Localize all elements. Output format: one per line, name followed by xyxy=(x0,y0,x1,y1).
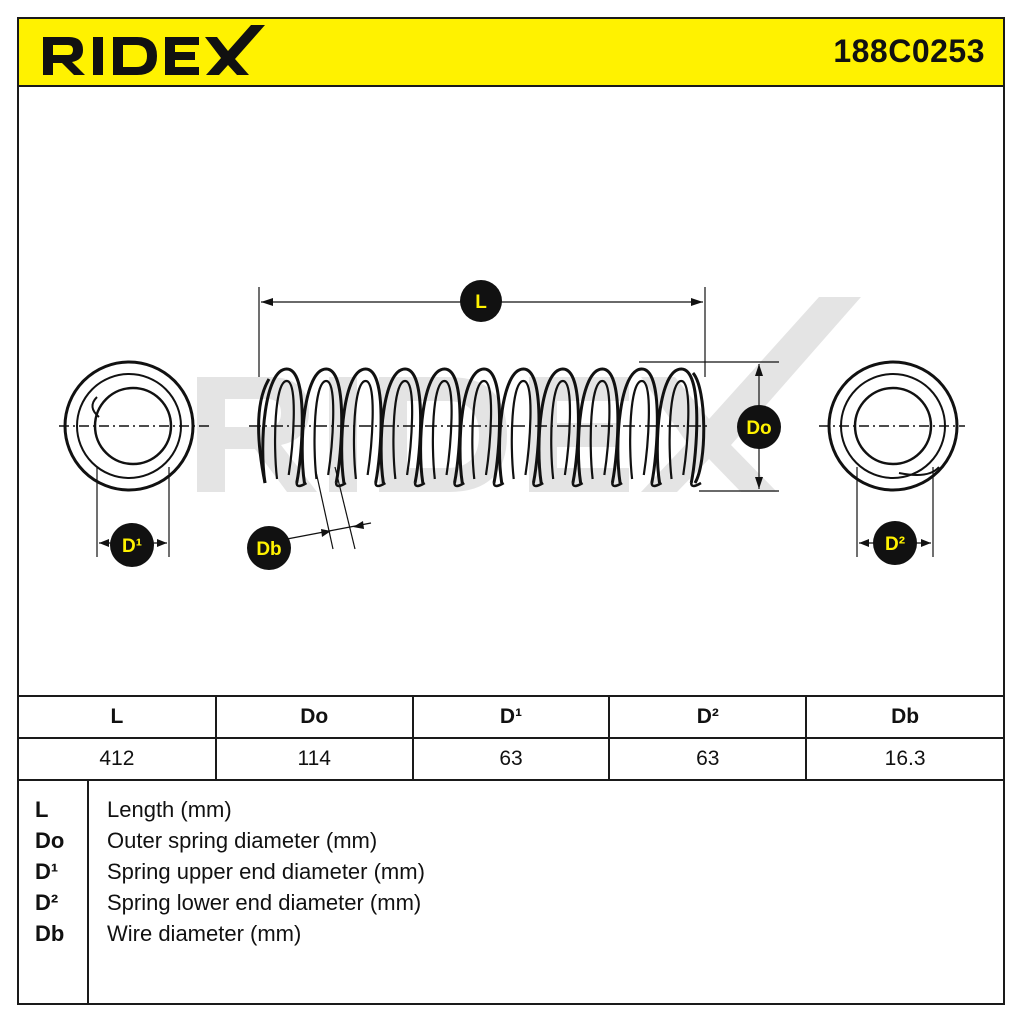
coil-bottom-turn xyxy=(689,481,702,488)
coil-inner-stroke xyxy=(392,379,414,480)
legend-item: D² Spring lower end diameter (mm) xyxy=(19,890,1003,921)
legend-key: D¹ xyxy=(35,859,59,884)
svg-text:Do: Do xyxy=(746,418,771,439)
spec-value-cell: 63 xyxy=(412,737,611,779)
coil-bottom-turn xyxy=(492,481,505,488)
coil-inner-stroke xyxy=(431,379,453,480)
coil-bottom-turn xyxy=(453,481,465,488)
spec-value-cell: 63 xyxy=(609,737,808,779)
label-lower-diameter: D² xyxy=(873,521,917,565)
spec-header-cell: D¹ xyxy=(412,695,611,738)
legend-key: L xyxy=(35,797,49,822)
coil-inner-stroke xyxy=(352,379,374,480)
label-upper-diameter: D¹ xyxy=(110,523,154,567)
legend-key: D² xyxy=(35,890,59,915)
spec-table: L Do D¹ D² Db 412 114 63 63 16.3 xyxy=(19,695,1003,779)
svg-text:D²: D² xyxy=(885,534,905,555)
label-outer-diameter: Do xyxy=(737,405,781,449)
spec-value-row: 412 114 63 63 16.3 xyxy=(19,737,1003,779)
svg-text:D¹: D¹ xyxy=(122,536,142,557)
spec-header-cell: L xyxy=(19,695,217,738)
coil-inner-stroke xyxy=(550,379,572,480)
legend-desc: Outer spring diameter (mm) xyxy=(107,828,378,853)
upper-end-view xyxy=(59,360,209,557)
svg-text:L: L xyxy=(475,292,487,313)
coil-inner-stroke xyxy=(629,379,650,480)
legend-item: L Length (mm) xyxy=(19,797,1003,828)
svg-text:Db: Db xyxy=(256,539,281,560)
coil-inner-stroke xyxy=(273,379,295,480)
spec-header-cell: Do xyxy=(215,695,414,738)
spring-coils xyxy=(257,367,706,488)
legend-desc: Wire diameter (mm) xyxy=(107,921,302,946)
coil-left-end xyxy=(257,378,271,484)
legend-item: Do Outer spring diameter (mm) xyxy=(19,828,1003,859)
coil-bottom-turn xyxy=(532,481,544,488)
coil-inner-stroke xyxy=(510,379,532,480)
coil-bottom-turn xyxy=(334,481,347,488)
legend-key: Do xyxy=(35,828,65,853)
coil-bottom-turn xyxy=(374,481,387,488)
legend-desc: Spring lower end diameter (mm) xyxy=(107,890,422,915)
legend-divider xyxy=(87,781,89,1003)
legend-item: D¹ Spring upper end diameter (mm) xyxy=(19,859,1003,890)
spec-header-cell: Db xyxy=(806,695,1003,738)
coil-inner-stroke xyxy=(589,379,611,480)
coil-right-end xyxy=(691,372,706,484)
spec-value-cell: 16.3 xyxy=(806,737,1003,779)
legend-item: Db Wire diameter (mm) xyxy=(19,921,1003,952)
coil-inner-stroke xyxy=(313,379,335,480)
label-length: L xyxy=(460,280,502,322)
spec-value-cell: 412 xyxy=(19,737,217,779)
coil-bottom-turn xyxy=(611,481,623,488)
coil-bottom-turn xyxy=(295,481,308,488)
wire-diameter-dimension xyxy=(286,466,372,550)
header-bar: 188C0253 xyxy=(19,19,1003,87)
product-sheet: 188C0253 xyxy=(17,17,1005,1005)
part-number: 188C0253 xyxy=(833,33,985,69)
legend-desc: Length (mm) xyxy=(107,797,232,822)
coil-inner-stroke xyxy=(471,379,493,480)
coil-bottom-turn xyxy=(650,481,663,488)
ridex-logo xyxy=(43,25,265,75)
coil-bottom-turn xyxy=(571,481,584,488)
legend-desc: Spring upper end diameter (mm) xyxy=(107,859,425,884)
spec-header-cell: D² xyxy=(609,695,808,738)
spec-header-row: L Do D¹ D² Db xyxy=(19,695,1003,738)
legend-key: Db xyxy=(35,921,65,946)
coil-inner-stroke xyxy=(668,379,690,480)
coil-outer-stroke xyxy=(655,367,699,484)
label-wire-diameter: Db xyxy=(247,526,291,570)
legend: L Length (mm) Do Outer spring diameter (… xyxy=(19,779,1003,1003)
spring-drawing: L Do D¹ D² Db xyxy=(59,280,965,570)
coil-bottom-turn xyxy=(413,481,426,488)
lower-end-view xyxy=(819,360,965,557)
spec-value-cell: 114 xyxy=(215,737,414,779)
